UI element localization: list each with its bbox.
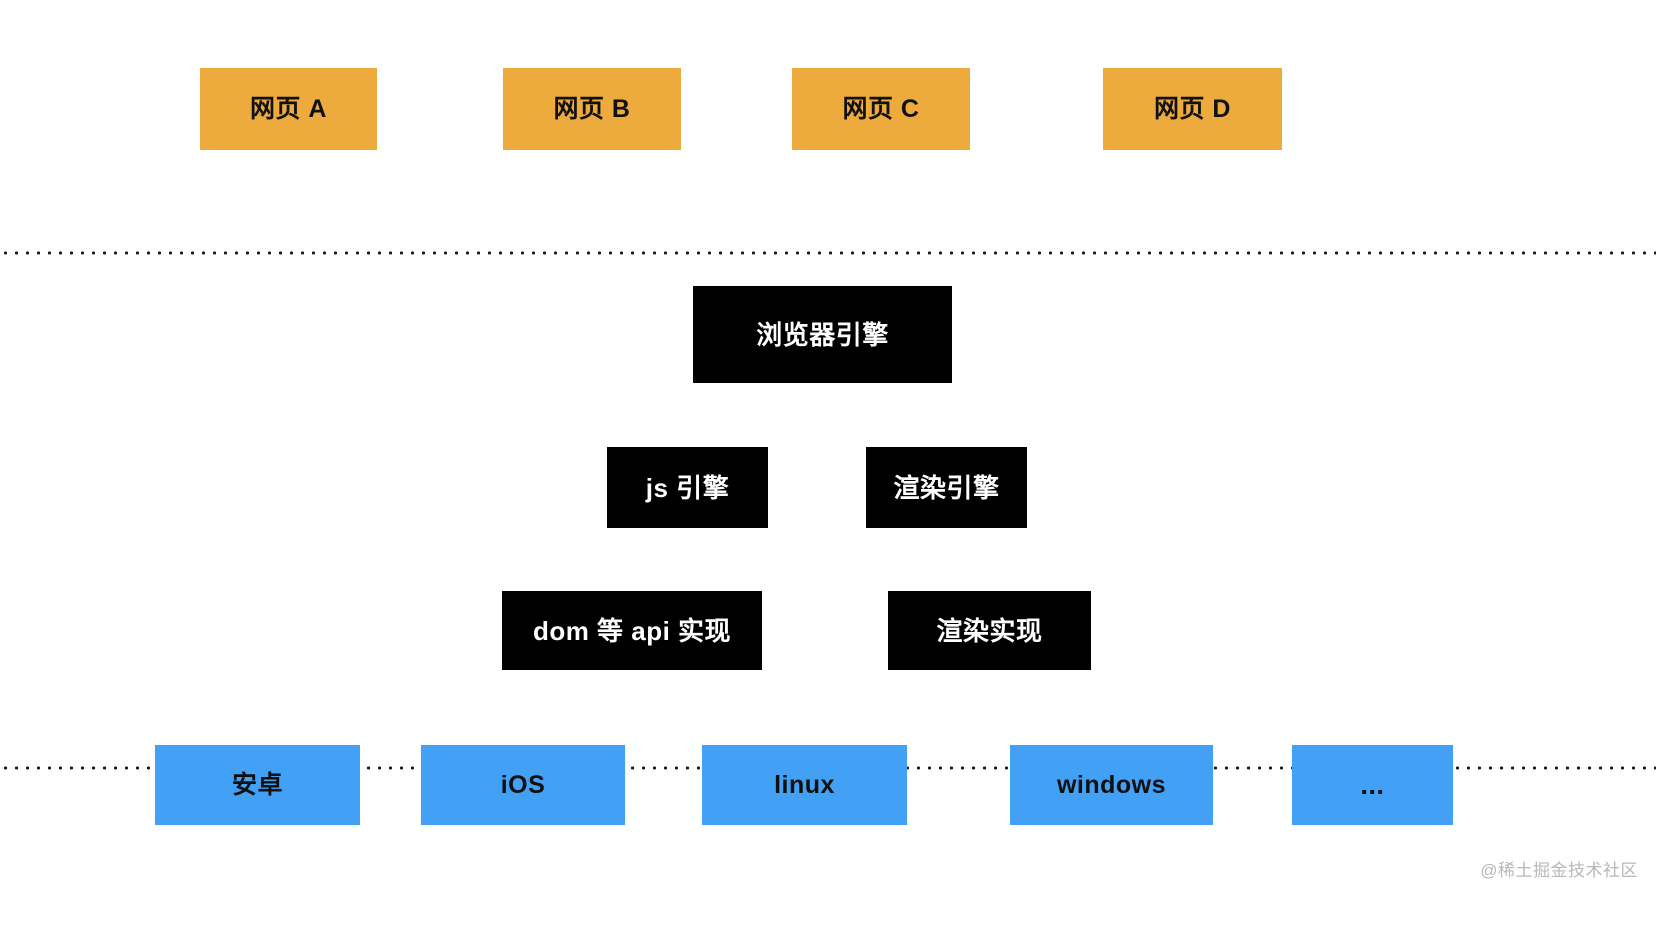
node-platform-android: 安卓 xyxy=(155,745,360,825)
node-render-engine: 渲染引擎 xyxy=(866,447,1027,528)
node-render-implementation: 渲染实现 xyxy=(888,591,1091,670)
node-browser-engine: 浏览器引擎 xyxy=(693,286,952,383)
node-platform-more: ... xyxy=(1292,745,1453,825)
node-web-page-b: 网页 B xyxy=(503,68,681,150)
node-web-page-d: 网页 D xyxy=(1103,68,1282,150)
node-web-page-c: 网页 C xyxy=(792,68,970,150)
node-platform-ios: iOS xyxy=(421,745,625,825)
node-js-engine: js 引擎 xyxy=(607,447,768,528)
watermark-label: @稀土掘金技术社区 xyxy=(1480,861,1638,880)
node-platform-windows: windows xyxy=(1010,745,1213,825)
node-platform-linux: linux xyxy=(702,745,907,825)
node-dom-api-implementation: dom 等 api 实现 xyxy=(502,591,762,670)
divider-dotted-top xyxy=(0,251,1656,255)
node-web-page-a: 网页 A xyxy=(200,68,377,150)
